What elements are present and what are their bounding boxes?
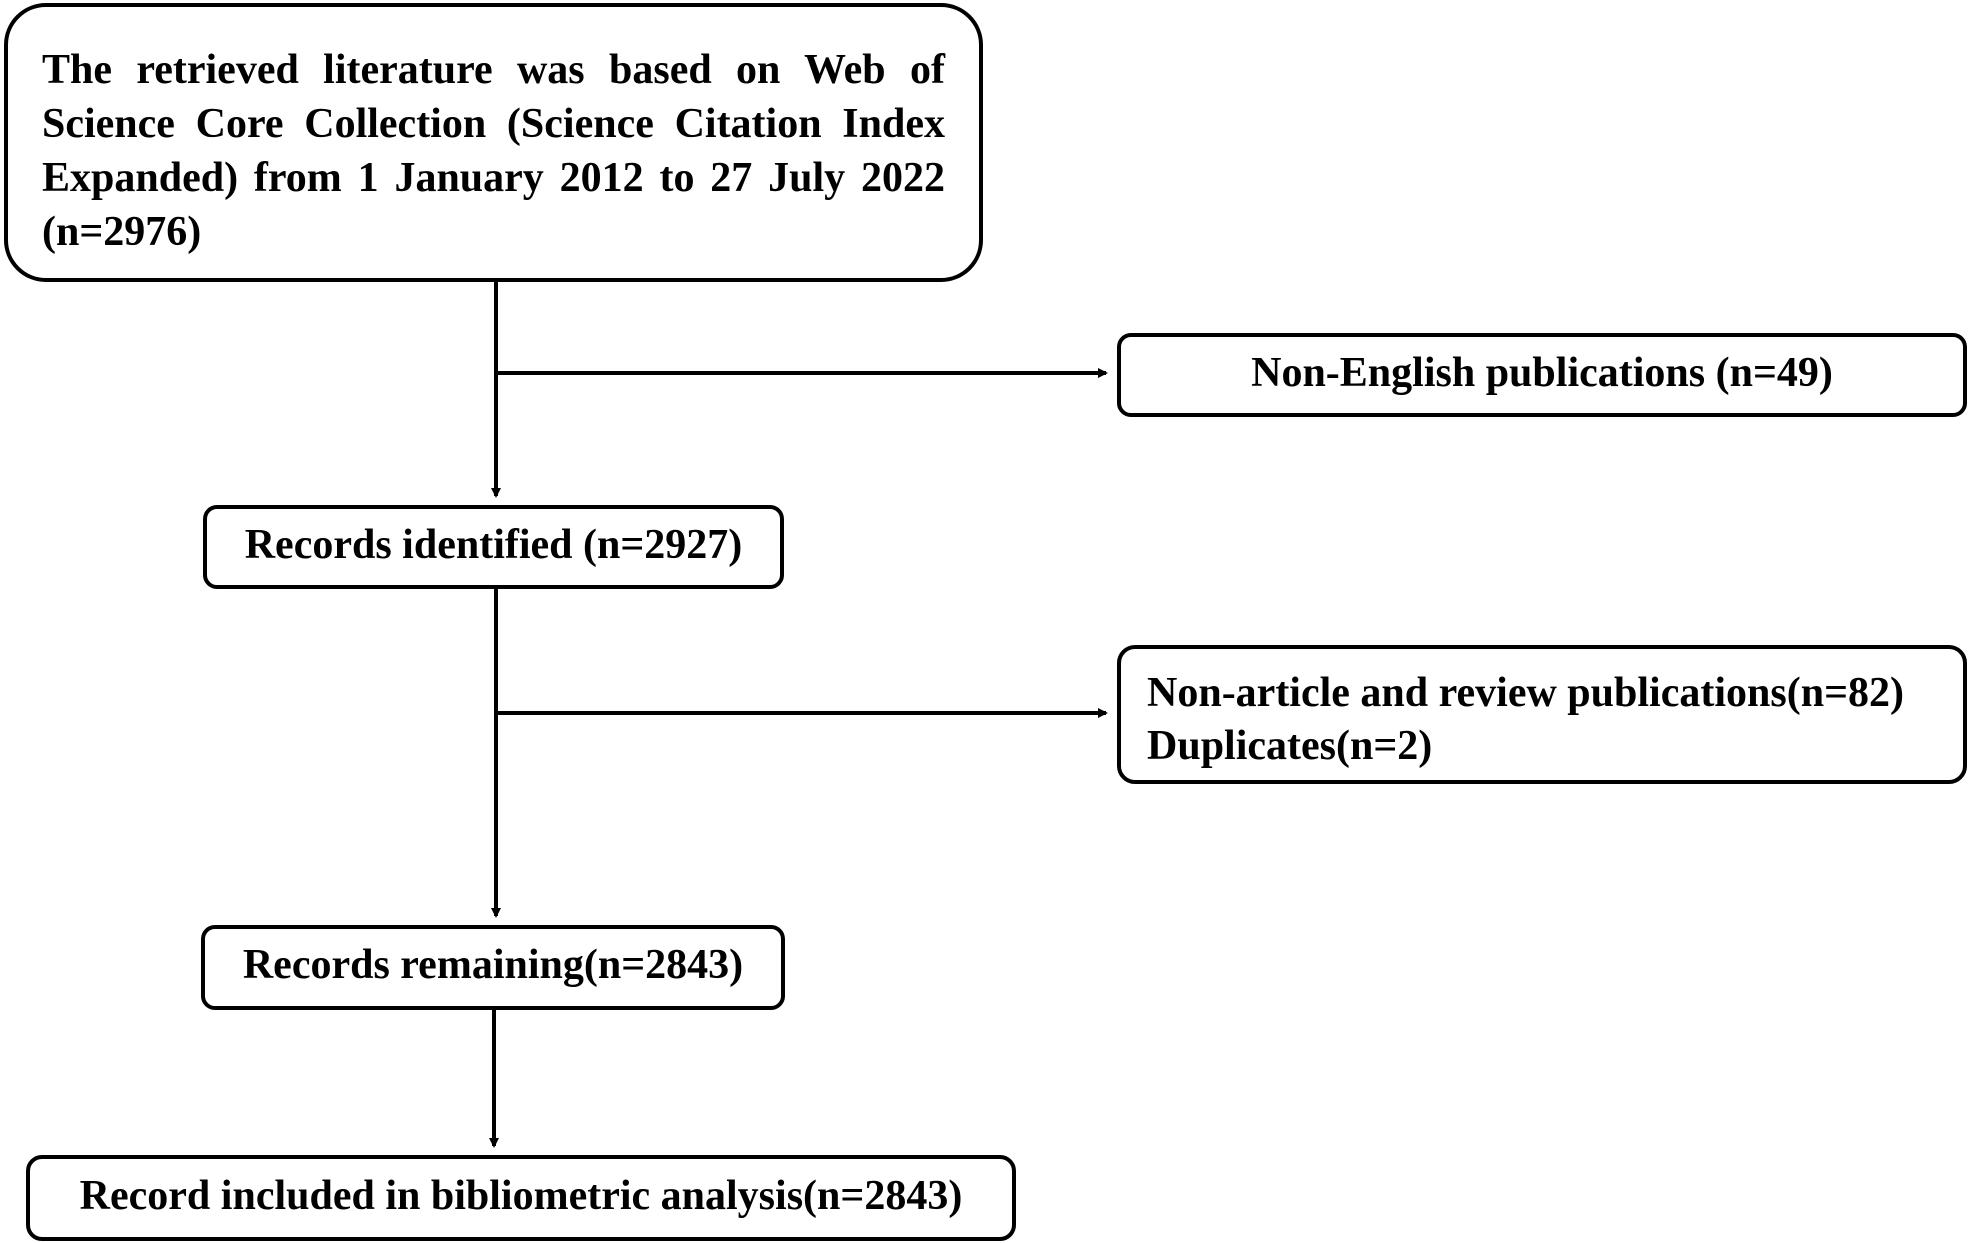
non-english-exclusion-box: Non-English publications (n=49) xyxy=(1117,333,1967,417)
source-box: The retrieved literature was based on We… xyxy=(4,3,983,282)
records-identified-text: Records identified (n=2927) xyxy=(244,521,743,568)
non-article-exclusion-box: Non-article and review publications(n=82… xyxy=(1117,645,1967,784)
non-article-exclusion-text: Non-article and review publications(n=82… xyxy=(1147,670,1904,716)
records-included-text: Record included in bibliometric analysis… xyxy=(79,1172,963,1219)
duplicates-exclusion-text: Duplicates(n=2) xyxy=(1147,723,1433,769)
records-remaining-text: Records remaining(n=2843) xyxy=(242,942,744,989)
records-identified-box: Records identified (n=2927) xyxy=(203,505,784,589)
non-english-exclusion-text: Non-English publications (n=49) xyxy=(1251,349,1833,396)
records-included-box: Record included in bibliometric analysis… xyxy=(26,1155,1016,1241)
records-remaining-box: Records remaining(n=2843) xyxy=(201,925,785,1010)
source-box-text: The retrieved literature was based on We… xyxy=(42,47,945,255)
